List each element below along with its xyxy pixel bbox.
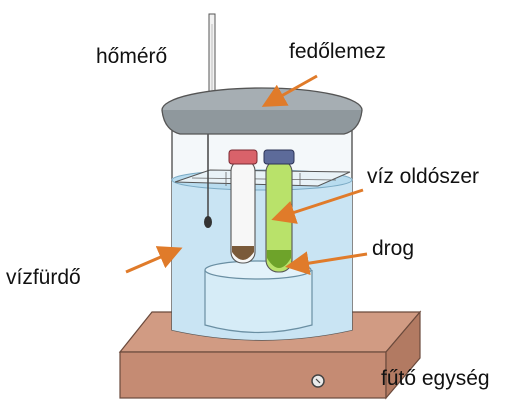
label-heating-unit: fűtő egység: [381, 368, 490, 389]
label-cover-plate: fedőlemez: [289, 41, 386, 62]
label-thermometer: hőmérő: [96, 46, 167, 67]
label-water-bath: vízfürdő: [6, 267, 81, 288]
test-tube-icon: [229, 150, 257, 263]
test-tube-icon: [264, 150, 294, 272]
arrow-water-bath: [126, 250, 177, 272]
label-water-solvent: víz oldószer: [367, 166, 479, 187]
cover-plate: [162, 88, 362, 134]
label-drug: drog: [372, 238, 414, 259]
beaker-icon: [172, 128, 352, 340]
